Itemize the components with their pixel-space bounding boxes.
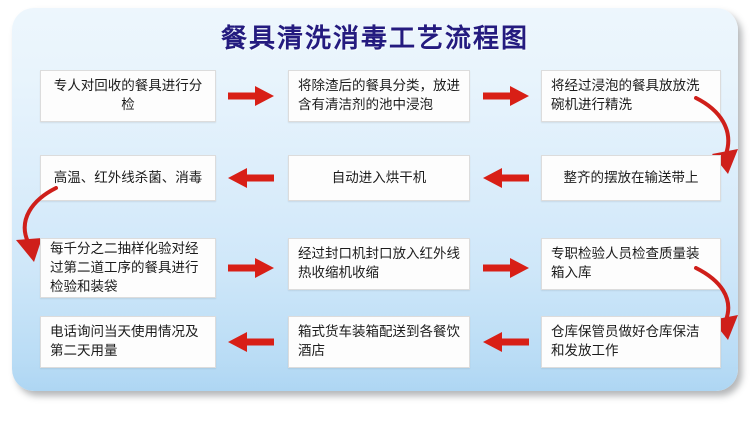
process-node-step-8[interactable]: 经过封口机封口放入红外线热收缩机收缩 bbox=[288, 238, 470, 290]
process-node-label: 电话询问当天使用情况及第二天用量 bbox=[50, 324, 199, 359]
arrow-right-row3-b bbox=[483, 257, 529, 279]
process-node-step-6[interactable]: 高温、红外线杀菌、消毒 bbox=[40, 155, 216, 201]
process-node-label: 将经过浸泡的餐具放放洗碗机进行精洗 bbox=[551, 78, 700, 113]
process-node-step-12[interactable]: 电话询问当天使用情况及第二天用量 bbox=[40, 316, 216, 368]
process-node-label: 自动进入烘干机 bbox=[331, 169, 427, 186]
process-node-label: 专人对回收的餐具进行分检 bbox=[53, 78, 203, 113]
process-node-label: 整齐的摆放在输送带上 bbox=[563, 169, 699, 186]
process-node-label: 高温、红外线杀菌、消毒 bbox=[53, 169, 203, 186]
process-node-step-1[interactable]: 专人对回收的餐具进行分检 bbox=[40, 70, 216, 122]
process-node-step-11[interactable]: 箱式货车装箱配送到各餐饮酒店 bbox=[288, 316, 470, 368]
process-node-label: 将除渣后的餐具分类，放进含有清洁剂的池中浸泡 bbox=[298, 78, 460, 113]
process-node-label: 仓库保管员做好仓库保洁和发放工作 bbox=[551, 324, 700, 359]
process-node-step-5[interactable]: 自动进入烘干机 bbox=[288, 155, 470, 201]
arrow-left-row2-a bbox=[228, 167, 274, 189]
arrow-right-row3-a bbox=[228, 257, 274, 279]
process-node-step-2[interactable]: 将除渣后的餐具分类，放进含有清洁剂的池中浸泡 bbox=[288, 70, 470, 122]
arrow-left-row2-b bbox=[483, 167, 529, 189]
process-node-step-3[interactable]: 将经过浸泡的餐具放放洗碗机进行精洗 bbox=[541, 70, 721, 122]
process-node-step-9[interactable]: 专职检验人员检查质量装箱入库 bbox=[541, 238, 721, 290]
page-title: 餐具清洗消毒工艺流程图 bbox=[220, 24, 529, 54]
process-node-label: 每千分之二抽样化验对经过第二道工序的餐具进行检验和装袋 bbox=[50, 240, 199, 295]
arrow-right-row1-b bbox=[483, 85, 529, 107]
arrow-left-row4-b bbox=[483, 331, 529, 353]
arrow-left-row4-a bbox=[228, 331, 274, 353]
arrow-right-row1-a bbox=[228, 85, 274, 107]
process-node-step-4[interactable]: 整齐的摆放在输送带上 bbox=[541, 155, 721, 201]
process-node-label: 专职检验人员检查质量装箱入库 bbox=[551, 246, 700, 281]
process-node-label: 经过封口机封口放入红外线热收缩机收缩 bbox=[298, 246, 460, 281]
process-node-step-7[interactable]: 每千分之二抽样化验对经过第二道工序的餐具进行检验和装袋 bbox=[40, 238, 216, 298]
process-node-step-10[interactable]: 仓库保管员做好仓库保洁和发放工作 bbox=[541, 316, 721, 368]
process-node-label: 箱式货车装箱配送到各餐饮酒店 bbox=[298, 324, 460, 359]
connector-left-1 bbox=[8, 186, 68, 270]
